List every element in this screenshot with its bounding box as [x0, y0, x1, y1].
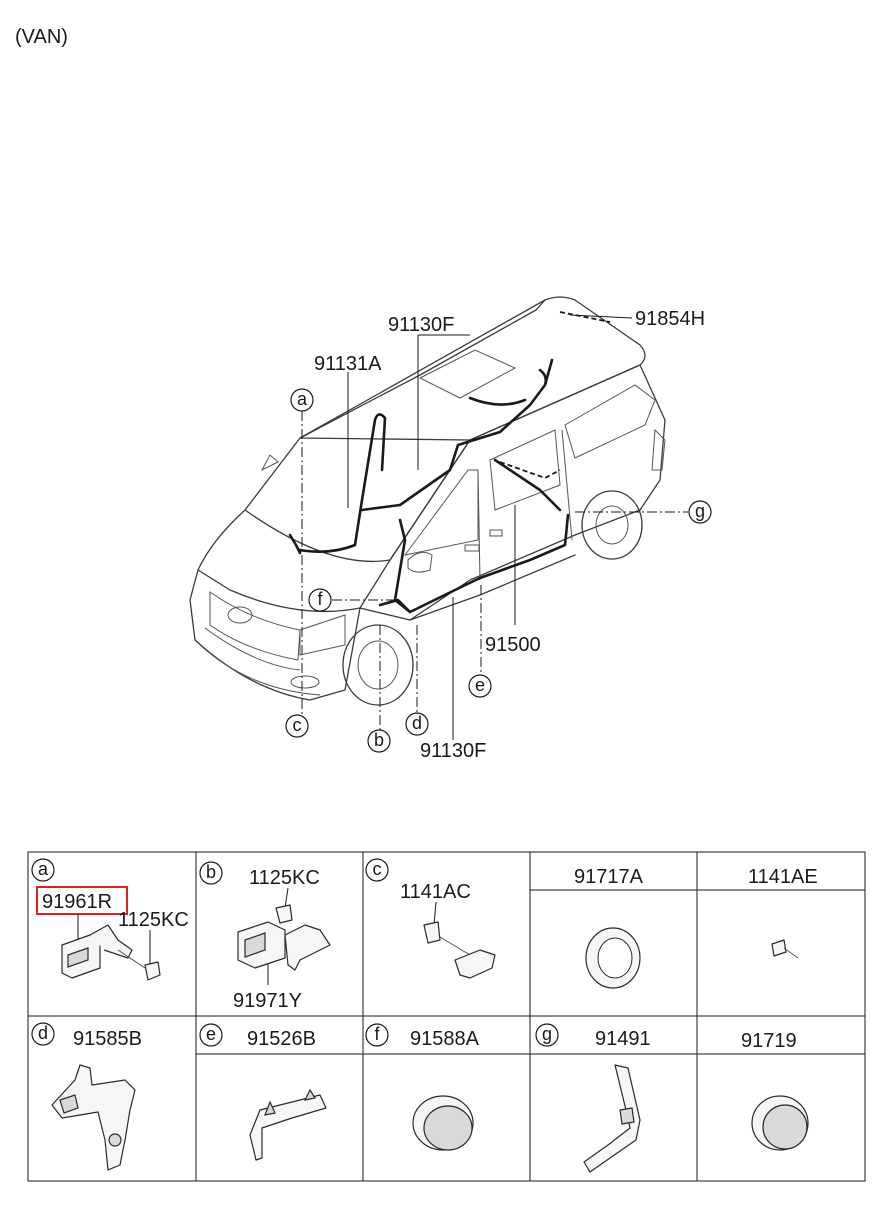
part-label-91500: 91500 — [485, 634, 541, 656]
part-1125KC-b[interactable]: 1125KC — [249, 867, 320, 889]
part-label-91854H: 91854H — [635, 308, 705, 330]
svg-text:b: b — [206, 862, 216, 882]
cell-91719: 91719 — [741, 1030, 809, 1151]
svg-text:g: g — [695, 501, 705, 521]
svg-text:a: a — [38, 859, 49, 879]
callout-c: c — [285, 714, 309, 738]
svg-text:a: a — [297, 389, 308, 409]
svg-text:c: c — [293, 715, 302, 735]
cell-1141AE: 1141AE — [748, 866, 818, 959]
highlight-box — [36, 886, 128, 915]
callout-f: f — [308, 588, 332, 612]
callout-d: d — [405, 712, 429, 736]
part-91491[interactable]: 91491 — [595, 1028, 651, 1050]
part-label-91130F-bottom: 91130F — [420, 740, 486, 762]
callout-e: e — [468, 674, 492, 698]
cell-e: e 91526B — [199, 1023, 327, 1161]
part-91588A[interactable]: 91588A — [410, 1028, 480, 1050]
svg-text:d: d — [38, 1023, 48, 1043]
svg-text:c: c — [373, 859, 382, 879]
part-1125KC-a[interactable]: 1125KC — [118, 909, 189, 931]
svg-text:b: b — [374, 730, 384, 750]
svg-text:g: g — [542, 1024, 552, 1044]
part-91719[interactable]: 91719 — [741, 1030, 797, 1052]
part-91961R[interactable]: 91961R — [42, 891, 112, 913]
wiring-harness — [288, 311, 611, 614]
svg-text:e: e — [475, 675, 485, 695]
callout-b: b — [367, 729, 391, 753]
cell-91717A: 91717A — [574, 866, 644, 989]
part-91585B[interactable]: 91585B — [73, 1028, 142, 1050]
svg-text:e: e — [206, 1024, 216, 1044]
callout-a: a — [290, 388, 314, 412]
callout-g: g — [688, 500, 712, 524]
cell-a: a 91961R 1125KC — [31, 858, 189, 981]
part-91717A[interactable]: 91717A — [574, 866, 644, 888]
cell-f: f 91588A — [365, 1023, 480, 1151]
cell-g: g 91491 — [535, 1023, 651, 1173]
svg-text:f: f — [317, 589, 323, 609]
cell-d: d 91585B — [31, 1022, 142, 1171]
part-91526B[interactable]: 91526B — [247, 1028, 316, 1050]
page-title: (VAN) — [15, 26, 68, 48]
part-1141AC[interactable]: 1141AC — [400, 881, 471, 903]
cell-b: b 1125KC 91971Y — [199, 861, 331, 1012]
part-1141AE[interactable]: 1141AE — [748, 866, 818, 888]
leader-lines — [301, 314, 688, 740]
cell-c: c 1141AC — [365, 858, 496, 979]
svg-text:f: f — [374, 1024, 380, 1044]
part-91971Y[interactable]: 91971Y — [233, 990, 302, 1012]
parts-table — [27, 851, 866, 1182]
part-label-91131A: 91131A — [314, 353, 382, 375]
part-label-91130F-top: 91130F — [388, 314, 454, 336]
svg-text:d: d — [412, 713, 422, 733]
van-illustration — [189, 296, 666, 706]
